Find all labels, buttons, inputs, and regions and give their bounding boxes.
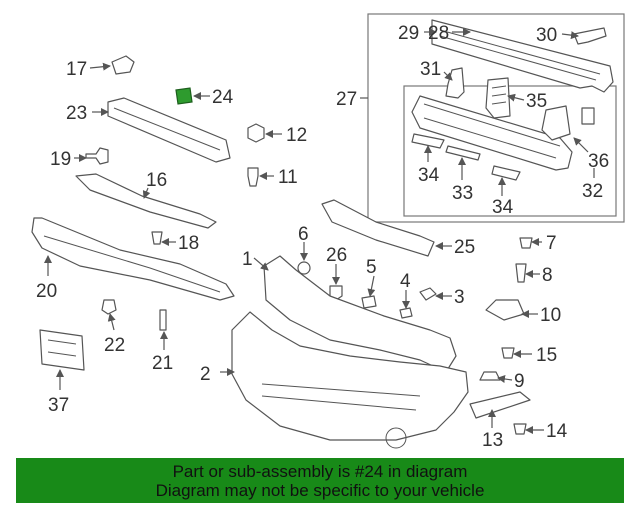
callout-17: 17 [66, 59, 87, 80]
callout-14: 14 [546, 421, 568, 442]
part-34-clip-a[interactable] [411, 133, 445, 149]
part-31-bracket[interactable] [445, 67, 465, 99]
part-14-bolt[interactable] [513, 423, 527, 435]
callout-4: 4 [400, 271, 411, 292]
part-22-clip[interactable] [101, 299, 117, 315]
callout-21: 21 [152, 353, 173, 374]
callout-13: 13 [482, 430, 503, 451]
inset-box-27 [367, 13, 625, 223]
part-1-upper-fascia[interactable] [263, 255, 457, 373]
info-banner: Part or sub-assembly is #24 in diagram D… [16, 458, 624, 503]
callout-15: 15 [536, 345, 557, 366]
part-5-bolt[interactable] [361, 295, 377, 309]
parts-diagram: 17 24 23 12 19 11 16 18 20 22 21 37 1 2 … [31, 13, 625, 451]
inset-box-32 [403, 85, 617, 217]
part-28-upper-tie-bar[interactable] [431, 19, 614, 93]
part-2-bumper-fascia[interactable] [231, 311, 469, 441]
callout-32: 32 [582, 181, 603, 202]
part-35-bracket[interactable] [485, 77, 511, 119]
callout-12: 12 [286, 125, 307, 146]
part-24-highlighted[interactable] [175, 87, 193, 105]
callout-31: 31 [420, 59, 441, 80]
part-20-lower-cover[interactable] [31, 217, 235, 301]
part-33-clip[interactable] [445, 145, 481, 161]
callout-34b: 34 [492, 197, 514, 218]
banner-line-1: Part or sub-assembly is #24 in diagram [172, 461, 468, 481]
callout-6: 6 [298, 224, 309, 245]
callout-30: 30 [536, 25, 557, 46]
callout-33: 33 [452, 183, 473, 204]
callout-20: 20 [36, 281, 57, 302]
part-37-license-bracket[interactable] [39, 329, 85, 371]
part-18-pin[interactable] [151, 231, 163, 245]
callout-3: 3 [454, 287, 465, 308]
callout-16: 16 [146, 170, 167, 191]
part-8-pin[interactable] [515, 263, 527, 283]
callout-9: 9 [514, 371, 525, 392]
part-7-bolt[interactable] [519, 237, 533, 249]
part-13-deflector[interactable] [469, 391, 531, 419]
part-32-impact-bar[interactable] [411, 95, 573, 171]
part-21-pin[interactable] [159, 309, 167, 331]
part-19-bolt[interactable] [85, 147, 109, 165]
callout-10: 10 [540, 305, 561, 326]
part-36-absorber[interactable] [541, 105, 571, 141]
part-6-washer[interactable] [297, 261, 311, 275]
callout-25: 25 [454, 237, 475, 258]
callout-18: 18 [178, 233, 199, 254]
callout-22: 22 [104, 335, 125, 356]
part-16-deflector[interactable] [75, 173, 217, 229]
callout-29: 29 [398, 23, 419, 44]
part-4-bolt[interactable] [399, 307, 413, 319]
callout-8: 8 [542, 265, 553, 286]
callout-23: 23 [66, 103, 87, 124]
part-12-nut[interactable] [247, 123, 265, 143]
callout-36: 36 [588, 151, 609, 172]
callout-7: 7 [546, 233, 557, 254]
part-11-pin[interactable] [247, 167, 259, 187]
part-3-clip[interactable] [419, 287, 437, 301]
callout-26: 26 [326, 245, 347, 266]
callout-1: 1 [242, 249, 253, 270]
part-9-nut[interactable] [479, 371, 501, 381]
callout-2: 2 [200, 364, 211, 385]
part-17-cap[interactable] [111, 55, 135, 75]
callout-37: 37 [48, 395, 69, 416]
callout-34a: 34 [418, 165, 440, 186]
callout-19: 19 [50, 149, 71, 170]
callout-28: 28 [428, 23, 449, 44]
callout-24: 24 [212, 87, 234, 108]
part-30-bracket[interactable] [573, 27, 607, 45]
part-15-bolt[interactable] [501, 347, 515, 359]
banner-line-2: Diagram may not be specific to your vehi… [155, 480, 485, 500]
part-25-grille-support[interactable] [321, 199, 435, 257]
callout-11: 11 [278, 167, 298, 188]
part-10-bracket[interactable] [485, 299, 525, 321]
part-34-clip-b[interactable] [491, 165, 521, 181]
callout-27: 27 [336, 89, 357, 110]
callout-35: 35 [526, 91, 547, 112]
callout-5: 5 [366, 257, 377, 278]
